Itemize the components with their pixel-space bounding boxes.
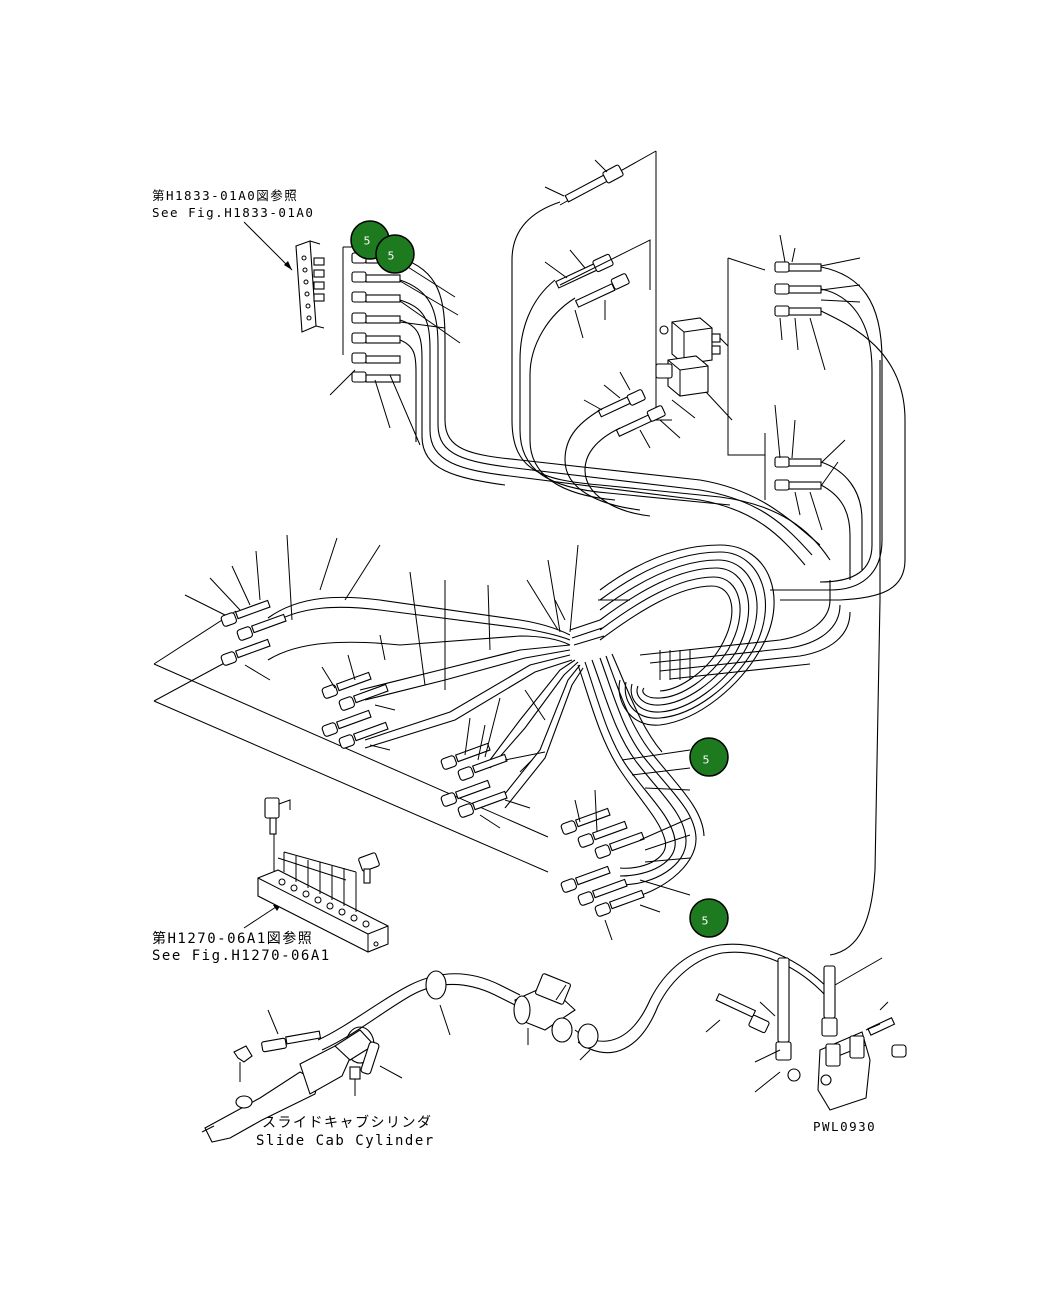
component-label-en: Slide Cab Cylinder <box>256 1133 435 1149</box>
ref-label-top-jp: 第H1833-01A0図参照 <box>152 188 298 203</box>
valve-body-top-center <box>655 317 733 421</box>
fitting-group-center <box>440 689 546 829</box>
callout-label: 5 <box>364 235 371 248</box>
fitting-group-top-center <box>544 150 672 421</box>
callout-label: 5 <box>703 754 710 767</box>
component-label-jp: スライドキャブシリンダ <box>262 1114 433 1131</box>
fitting-group-mid-left <box>153 534 549 873</box>
fitting-group-top-right <box>727 234 861 531</box>
fitting-group-lower-center <box>560 749 691 941</box>
manifold-block-bottom-left <box>257 797 389 953</box>
slide-cab-cylinder <box>201 1009 403 1143</box>
fitting-group-center-left <box>321 571 491 751</box>
leader-lines-center <box>526 544 579 633</box>
hose-bundle-top-center <box>511 201 831 561</box>
callout-label: 5 <box>388 250 395 263</box>
hose-bundle-top-left <box>399 257 821 566</box>
callout-label: 5 <box>702 915 709 928</box>
callout-item-5[interactable]: 5 <box>689 898 729 938</box>
hose-bundle-top-right <box>770 266 906 956</box>
valve-block-top-left <box>295 240 325 333</box>
drawing-code: PWL0930 <box>813 1119 876 1134</box>
ref-label-top-en: See Fig.H1833-01A0 <box>152 205 314 220</box>
fitting-group-mid-center <box>583 371 696 449</box>
valve-assembly-bottom-right <box>705 957 907 1111</box>
fitting-group-top-left <box>329 246 461 446</box>
callout-item-5[interactable]: 5 <box>375 234 415 274</box>
ref-label-bottom-en: See Fig.H1270-06A1 <box>152 948 331 964</box>
callout-item-5[interactable]: 5 <box>689 737 729 777</box>
ref-arrow-top <box>284 261 292 270</box>
ref-label-bottom-jp: 第H1270-06A1図参照 <box>152 930 313 947</box>
hose-bundle-mid-left <box>267 596 705 901</box>
hose-bottom-run <box>317 943 831 1061</box>
hose-coil-bundle <box>598 544 851 726</box>
